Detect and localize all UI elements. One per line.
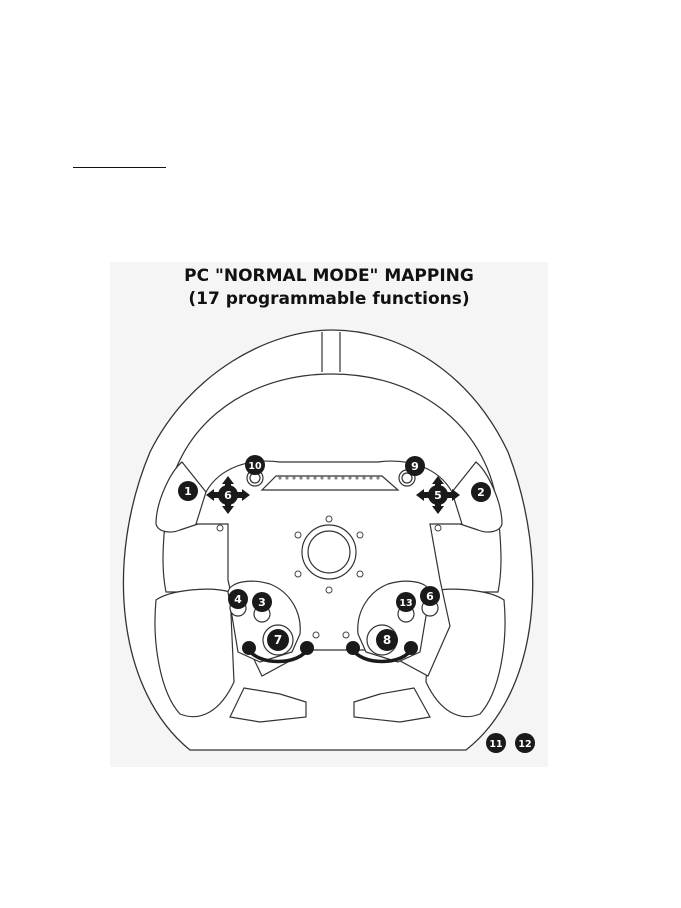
svg-text:6: 6 (224, 489, 232, 502)
marker-10: 10 (245, 455, 265, 475)
svg-text:4: 4 (234, 593, 242, 606)
marker-8: 8 (376, 629, 398, 651)
svg-text:2: 2 (477, 486, 485, 499)
svg-text:6: 6 (426, 590, 434, 603)
svg-text:9: 9 (411, 460, 419, 473)
svg-text:11: 11 (489, 739, 502, 750)
svg-text:8: 8 (383, 633, 391, 647)
svg-text:10: 10 (248, 461, 262, 472)
marker-3: 3 (252, 592, 272, 612)
wheel-mapping-figure: PC "NORMAL MODE" MAPPING (17 programmabl… (110, 262, 548, 767)
marker-4: 4 (228, 589, 248, 609)
led-strip (278, 476, 379, 479)
svg-text:12: 12 (518, 739, 531, 750)
svg-text:3: 3 (258, 596, 266, 609)
marker-7: 7 (267, 629, 289, 651)
marker-13: 13 (396, 592, 416, 612)
svg-text:1: 1 (184, 485, 192, 498)
steering-wheel-diagram: 1 2 6 5 10 9 4 3 (110, 262, 548, 767)
marker-6-dpad: 6 (218, 485, 238, 505)
marker-1: 1 (178, 481, 198, 501)
marker-6-button: 6 (420, 586, 440, 606)
svg-text:5: 5 (434, 489, 442, 502)
marker-2: 2 (471, 482, 491, 502)
svg-text:13: 13 (399, 598, 412, 609)
marker-5-dpad: 5 (428, 485, 448, 505)
marker-9: 9 (405, 456, 425, 476)
underlined-heading-rule (73, 167, 166, 168)
svg-text:7: 7 (274, 633, 282, 647)
marker-12: 12 (515, 733, 535, 753)
marker-11: 11 (486, 733, 506, 753)
